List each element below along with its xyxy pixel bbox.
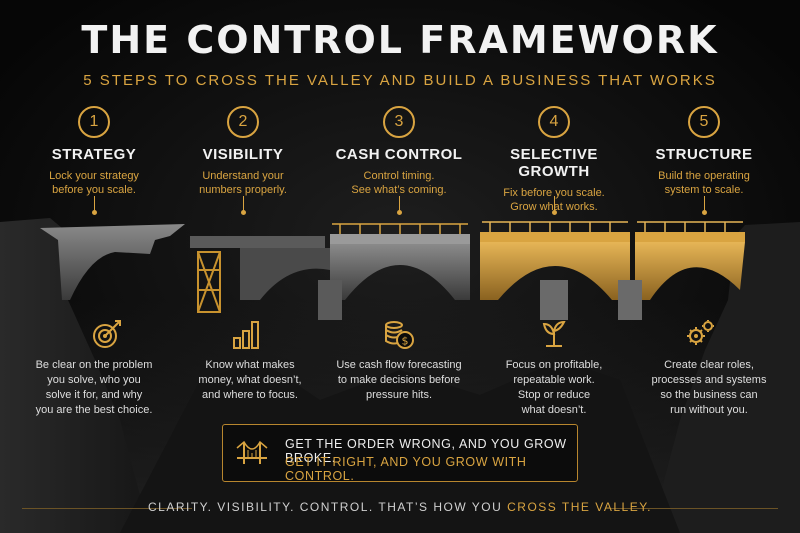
pin-marker [552, 196, 557, 215]
bridge-5-arch [635, 242, 745, 300]
bridge-3-rail [332, 223, 468, 234]
callout-box: GET THE ORDER WRONG, AND YOU GROW BROKE.… [222, 424, 578, 483]
page-title: THE CONTROL FRAMEWORK [81, 18, 719, 62]
step-number-badge: 2 [227, 106, 259, 138]
step-title: SELECTIVE GROWTH [510, 146, 598, 180]
step-tagline: Lock your strategy before you scale. [49, 170, 139, 196]
step-number-badge: 4 [538, 106, 570, 138]
callout-success-text: GET IT RIGHT, AND YOU GROW WITH CONTROL. [285, 455, 527, 483]
step-visibility: 2 VISIBILITY Understand your numbers pro… [168, 106, 318, 197]
step-selective-growth: 4 SELECTIVE GROWTH Fix before you scale.… [479, 106, 629, 214]
bar-chart-icon [233, 321, 259, 349]
bridge-2-scaffold [197, 251, 221, 313]
footer-divider-left [22, 508, 192, 509]
right-cliff [650, 222, 800, 533]
callout-warning-text: GET THE ORDER WRONG, AND YOU GROW BROKE. [285, 437, 567, 465]
pin-marker [241, 196, 246, 215]
step-body-visibility: Know what makes money, what doesn’t, and… [198, 359, 302, 401]
bridge-3-deck [330, 234, 470, 244]
step-strategy: 1 STRATEGY Lock your strategy before you… [19, 106, 169, 197]
footer-tagline: CLARITY. VISIBILITY. CONTROL. THAT’S HOW… [147, 500, 652, 514]
bridge-4-pier [540, 280, 568, 320]
coins-icon: $ [385, 321, 414, 349]
step-tagline: Build the operating system to scale. [658, 170, 750, 196]
step-tagline: Fix before you scale. Grow what works. [503, 187, 605, 213]
bridge-4-deck [480, 232, 630, 242]
step-body-selective-growth: Focus on profitable, repeatable work. St… [505, 359, 603, 416]
target-icon [93, 320, 121, 348]
step-body-strategy: Be clear on the problem you solve, who y… [35, 359, 153, 416]
bridge-4-rail [482, 221, 628, 232]
sprout-icon [542, 320, 566, 347]
left-cliff [0, 218, 150, 533]
step-title: CASH CONTROL [335, 146, 463, 163]
gears-icon [687, 320, 714, 345]
pin-marker [397, 196, 402, 215]
footer-accent: CROSS THE VALLEY. [507, 500, 652, 514]
bridge-5-pier [618, 280, 642, 320]
step-number-badge: 3 [383, 106, 415, 138]
bridge-1-broken [40, 224, 185, 300]
step-title: VISIBILITY [202, 146, 284, 163]
pin-marker [702, 196, 707, 215]
step-body-structure: Create clear roles, processes and system… [651, 359, 767, 416]
bridge-2-arch [240, 248, 330, 300]
step-tagline: Understand your numbers properly. [199, 170, 287, 196]
svg-text:$: $ [402, 335, 409, 348]
step-title: STRATEGY [51, 146, 137, 163]
pin-marker [92, 196, 97, 215]
bridge-2-deck [190, 236, 325, 248]
step-title: STRUCTURE [655, 146, 753, 163]
step-structure: 5 STRUCTURE Build the operating system t… [629, 106, 779, 197]
bridge-5-deck [635, 232, 745, 242]
page-subtitle: 5 STEPS TO CROSS THE VALLEY AND BUILD A … [83, 72, 717, 89]
step-tagline: Control timing. See what’s coming. [351, 170, 447, 196]
step-cash-control: 3 CASH CONTROL Control timing. See what’… [324, 106, 474, 197]
bridge-4-arch [480, 242, 630, 300]
bridge-icon [236, 440, 268, 464]
bridge-5-rail [637, 221, 743, 232]
step-number-badge: 5 [688, 106, 720, 138]
step-body-cash-control: Use cash flow forecasting to make decisi… [336, 359, 462, 401]
bridge-3-pier [318, 280, 342, 320]
bridge-3-arch [330, 244, 470, 300]
footer-divider-right [610, 508, 778, 509]
step-number-badge: 1 [78, 106, 110, 138]
